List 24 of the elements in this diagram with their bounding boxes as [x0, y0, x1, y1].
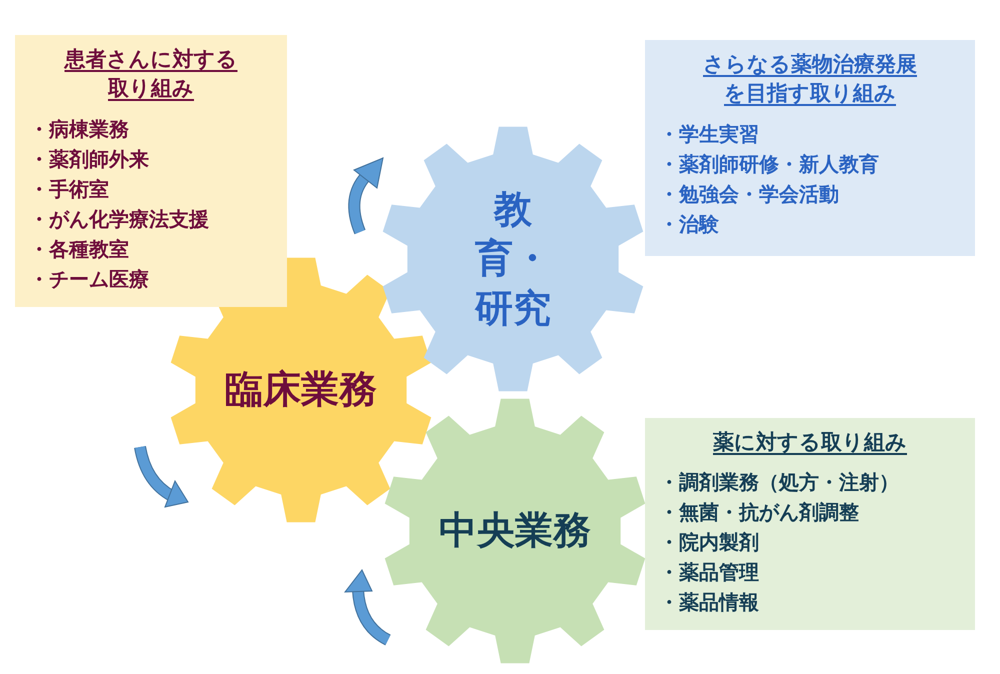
list-item: ・がん化学療法支援	[29, 206, 209, 233]
list-item: ・病棟業務	[29, 116, 129, 143]
gear-label: 臨床業務	[225, 366, 377, 414]
panel-heading: さらなる薬物治療発展を目指す取り組み	[702, 51, 918, 108]
list-item: ・薬剤師外来	[29, 146, 149, 173]
list-item: ・学生実習	[659, 120, 759, 148]
list-item: ・薬剤師研修・新人教育	[659, 150, 879, 178]
panel-heading: 薬に対する取り組み	[713, 429, 907, 456]
gear-label: 教育・研究	[474, 186, 552, 332]
gear-label: 中央業務	[439, 507, 591, 554]
list-item: ・無菌・抗がん剤調整	[659, 499, 859, 526]
info-panel	[645, 40, 975, 256]
info-panel	[645, 418, 975, 630]
list-item: ・各種教室	[29, 236, 129, 263]
list-item: ・勉強会・学会活動	[659, 180, 839, 208]
panel-heading: 患者さんに対する取り組み	[62, 46, 238, 102]
list-item: ・手術室	[29, 176, 109, 203]
list-item: ・薬品管理	[659, 559, 759, 586]
list-item: ・治験	[659, 210, 719, 238]
list-item: ・薬品情報	[659, 589, 759, 616]
list-item: ・調剤業務（処方・注射）	[659, 469, 899, 496]
list-item: ・チーム医療	[29, 266, 149, 293]
info-panel	[15, 35, 287, 307]
list-item: ・院内製剤	[659, 529, 759, 556]
